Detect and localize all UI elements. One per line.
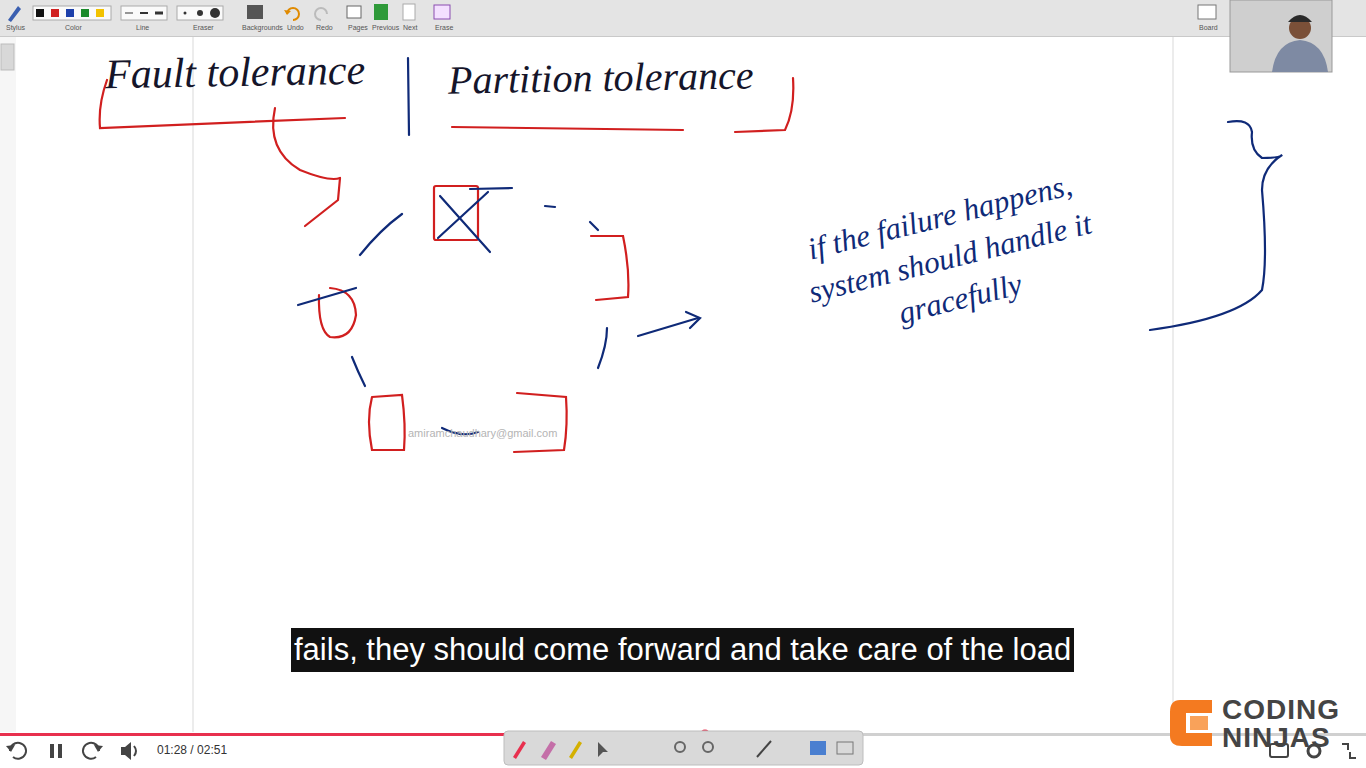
toolbar-label: Color — [65, 24, 82, 32]
toolbar-label: Previous — [372, 24, 399, 32]
heading-text: Partition tolerance — [448, 52, 754, 103]
logo-text: NINJAS — [1222, 722, 1331, 754]
toolbar-label: Undo — [287, 24, 304, 32]
watermark: amiramchaudhary@gmail.com — [408, 427, 557, 440]
subtitle-caption: fails, they should come forward and take… — [291, 628, 1074, 672]
red-ink — [100, 78, 794, 452]
toolbar-label: Erase — [435, 24, 453, 32]
handwritten-note: if the failure happens, system should ha… — [760, 153, 1140, 362]
toolbar — [0, 0, 1366, 37]
toolbar-label: Board — [1199, 24, 1218, 32]
toolbar-label: Next — [403, 24, 417, 32]
logo-text: CODING — [1222, 694, 1340, 726]
toolbar-label: Redo — [316, 24, 333, 32]
toolbar-label: Stylus — [6, 24, 25, 32]
blue-ink — [298, 58, 1282, 434]
toolbar-icons — [8, 4, 1216, 22]
toolbar-label: Backgrounds — [242, 24, 283, 32]
toolbar-label: Line — [136, 24, 149, 32]
pen-toolbar — [504, 731, 863, 765]
heading-text: Fault tolerance — [105, 46, 366, 99]
logo-mark — [1170, 700, 1212, 746]
toolbar-label: Pages — [348, 24, 368, 32]
webcam — [1230, 0, 1332, 72]
toolbar-label: Eraser — [193, 24, 214, 32]
time-display: 01:28 / 02:51 — [157, 744, 227, 758]
